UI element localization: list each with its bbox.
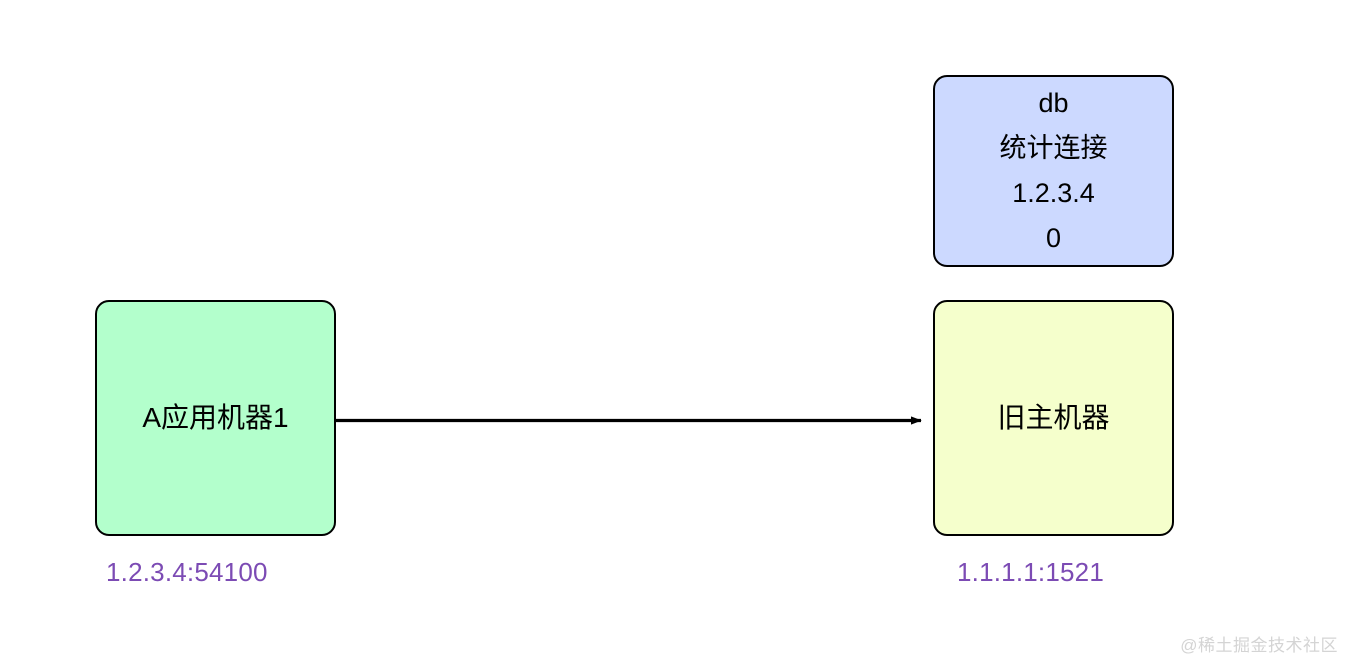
node-app-machine[interactable]: A应用机器1 (95, 300, 336, 536)
node-db-line-2: 统计连接 (999, 133, 1108, 164)
old-master-endpoint-label: 1.1.1.1:1521 (957, 557, 1104, 587)
node-db-line-4: 0 (1045, 222, 1062, 253)
node-db-line-1: db (1038, 88, 1069, 119)
node-old-master-machine[interactable]: 旧主机器 (933, 300, 1174, 536)
node-old-master-machine-label: 旧主机器 (997, 401, 1110, 433)
node-app-machine-label: A应用机器1 (142, 401, 289, 433)
app-endpoint-label: 1.2.3.4:54100 (106, 557, 268, 587)
watermark: @稀土掘金技术社区 (1180, 636, 1338, 655)
node-db[interactable]: db 统计连接 1.2.3.4 0 (933, 75, 1174, 267)
node-db-line-3: 1.2.3.4 (1012, 178, 1095, 208)
